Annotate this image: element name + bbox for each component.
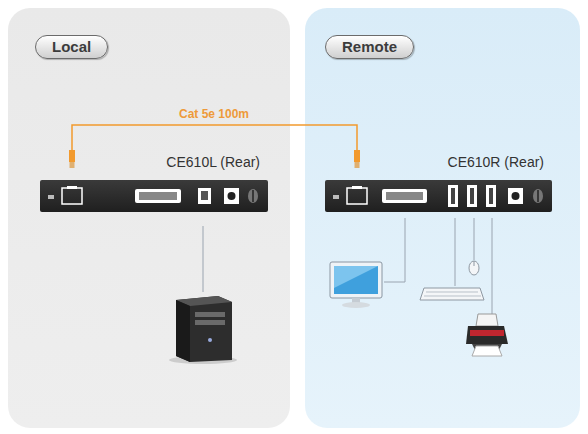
remote-region: RemoteCE610R (Rear) [305,8,580,428]
computer-tower [169,296,237,364]
local-region: LocalCE610L (Rear) [8,8,290,428]
device-label: CE610R (Rear) [448,154,544,170]
device-label: CE610L (Rear) [166,154,260,170]
region-title: Local [35,35,108,59]
cable-label: Cat 5e 100m [179,107,249,121]
region-title: Remote [325,35,414,59]
